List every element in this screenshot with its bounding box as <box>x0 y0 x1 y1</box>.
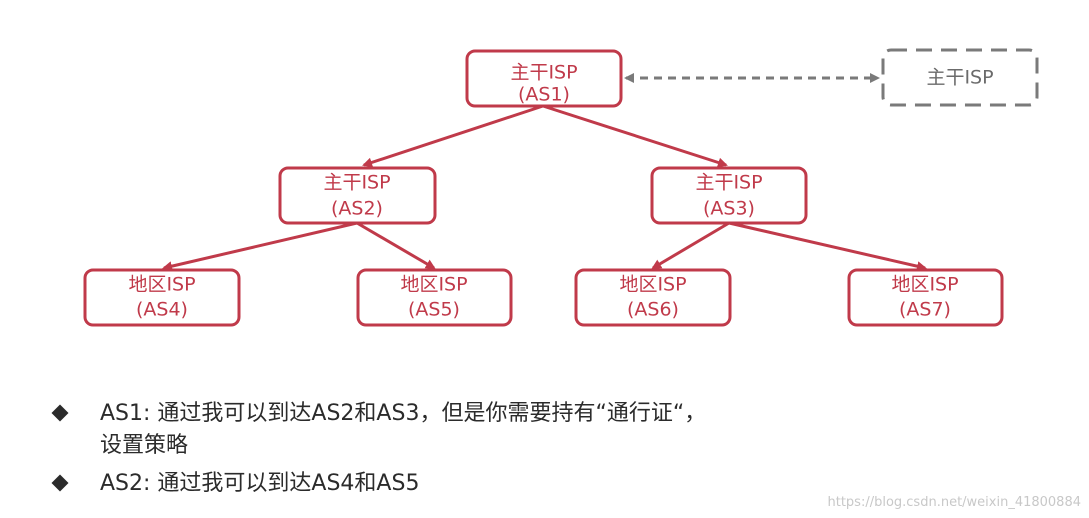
node-as1: 主干ISP (AS1) <box>465 49 623 108</box>
node-as3-line1: 主干ISP <box>695 172 762 194</box>
node-as7-line1: 地区ISP <box>891 274 958 296</box>
node-as2: 主干ISP (AS2) <box>278 166 437 225</box>
watermark: https://blog.csdn.net/weixin_41800884 <box>827 495 1081 510</box>
node-peer-isp: 主干ISP <box>881 48 1039 107</box>
edge-as1-as3 <box>542 104 728 168</box>
diamond-bullet-icon <box>51 404 69 422</box>
diamond-bullet-icon <box>51 474 69 492</box>
node-as3: 主干ISP (AS3) <box>650 166 808 225</box>
bullet-text: AS2: 通过我可以到达AS4和AS5 <box>100 471 420 496</box>
node-as4-line2: (AS4) <box>136 299 188 321</box>
node-as6-line1: 地区ISP <box>619 274 686 296</box>
node-as5-line1: 地区ISP <box>400 274 467 296</box>
node-peer-line1: 主干ISP <box>926 67 993 89</box>
edge-as1-as2 <box>362 104 544 168</box>
edge-as3-as7 <box>728 221 927 272</box>
node-as4-line1: 地区ISP <box>128 274 195 296</box>
node-as4: 地区ISP (AS4) <box>83 268 241 327</box>
bullet-text: AS1: 通过我可以到达AS2和AS3，但是你需要持有“通行证“， <box>100 401 707 426</box>
node-as5-line2: (AS5) <box>408 299 460 321</box>
bullet-item: AS2: 通过我可以到达AS4和AS5 <box>51 468 952 500</box>
node-as7: 地区ISP (AS7) <box>847 268 1004 327</box>
edge-as3-as6 <box>651 221 730 270</box>
node-as2-line2: (AS2) <box>331 198 383 220</box>
bullet-item: AS1: 通过我可以到达AS2和AS3，但是你需要持有“通行证“， 设置策略 <box>51 398 952 462</box>
node-as5: 地区ISP (AS5) <box>356 268 513 327</box>
node-as1-line1: 主干ISP <box>510 62 577 84</box>
edges <box>162 104 927 272</box>
bullet-text-continued: 设置策略 <box>100 433 189 458</box>
edge-as2-as5 <box>356 221 436 270</box>
node-as7-line2: (AS7) <box>899 299 951 321</box>
node-as2-line1: 主干ISP <box>323 172 390 194</box>
node-as3-line2: (AS3) <box>703 198 755 220</box>
edge-as2-as4 <box>162 221 358 272</box>
bullet-list: AS1: 通过我可以到达AS2和AS3，但是你需要持有“通行证“， 设置策略 A… <box>51 398 952 506</box>
node-as6-line2: (AS6) <box>627 299 679 321</box>
node-as1-line2: (AS1) <box>518 84 570 106</box>
node-as6: 地区ISP (AS6) <box>574 268 732 327</box>
